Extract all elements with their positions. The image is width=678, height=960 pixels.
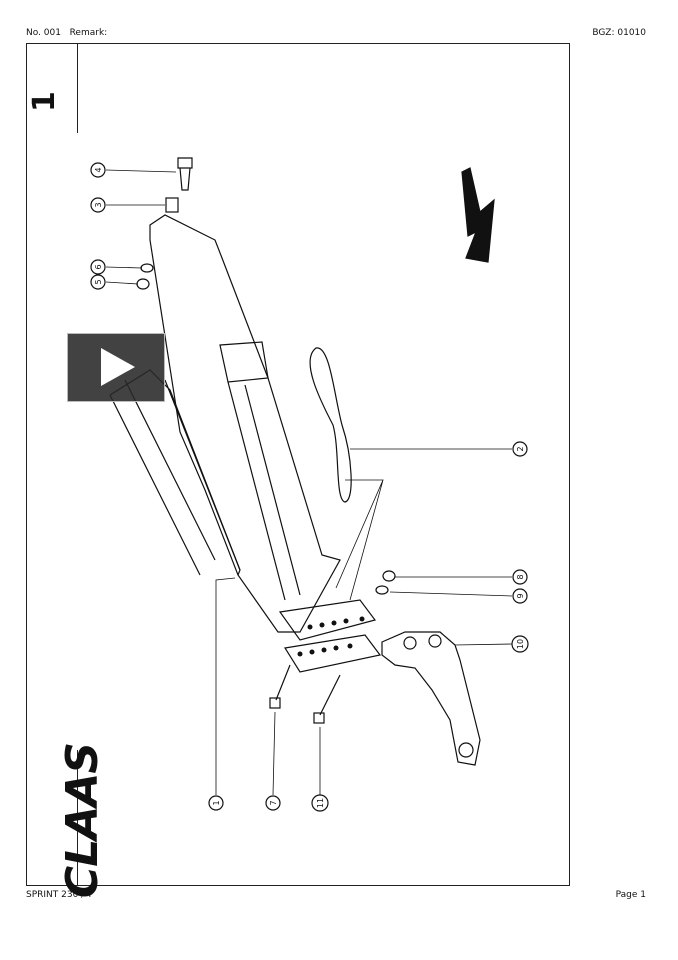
drawing-frame [26,43,570,886]
bgz-code: BGZ: 01010 [592,28,646,38]
callout-10 [511,635,529,653]
callout-label: 10 [516,639,525,649]
document-number: No. 001 [26,28,61,38]
divider [77,43,78,133]
direction-arrow [461,167,495,263]
callout-4 [90,162,106,178]
page-number: Page 1 [615,890,646,900]
divider [77,750,78,886]
frame-arm [149,214,341,633]
callout-label: 4 [94,167,103,172]
callout-label: 5 [94,279,103,284]
callout-label: 1 [212,800,221,805]
lever [381,631,481,766]
model-name: SPRINT 230 / T [26,890,93,900]
remark-label: Remark: [69,28,108,38]
callout-label: 9 [516,593,525,598]
video-play-button[interactable] [67,333,165,402]
callout-5 [90,274,106,290]
callout-9 [512,588,528,604]
callout-3 [90,197,106,213]
callout-6 [90,259,106,275]
callout-2 [512,441,528,457]
play-icon [101,348,135,386]
callout-7 [265,795,281,811]
callout-label: 8 [516,574,525,579]
callout-1 [208,795,224,811]
callout-label: 6 [94,264,103,269]
header-left: No. 001 Remark: [26,28,107,38]
callout-label: 3 [94,202,103,207]
callout-label: 7 [269,800,278,805]
callout-8 [512,569,528,585]
callout-11 [311,794,329,812]
callout-label: 2 [516,446,525,451]
belt [309,347,352,503]
callout-label: 11 [316,798,325,808]
